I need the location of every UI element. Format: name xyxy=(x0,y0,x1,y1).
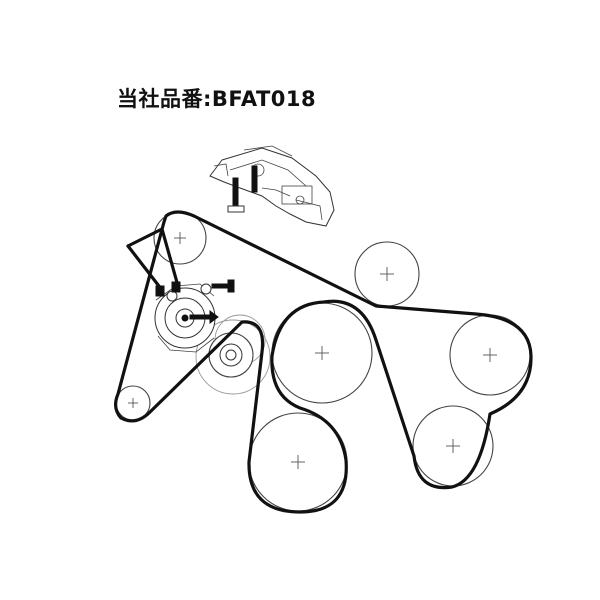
serpentine-belt xyxy=(114,210,533,514)
pulley-faint-outline xyxy=(195,319,271,395)
pulley-idler-small-center xyxy=(208,332,254,378)
bolt-icon xyxy=(211,279,235,293)
part-number-title: 当社品番:BFAT018 xyxy=(117,87,317,111)
bracket-icon xyxy=(209,145,335,227)
pulley-idler-upper-middle xyxy=(354,241,420,307)
tensioner-assembly-icon xyxy=(154,283,219,353)
pulley-compressor xyxy=(412,405,494,487)
